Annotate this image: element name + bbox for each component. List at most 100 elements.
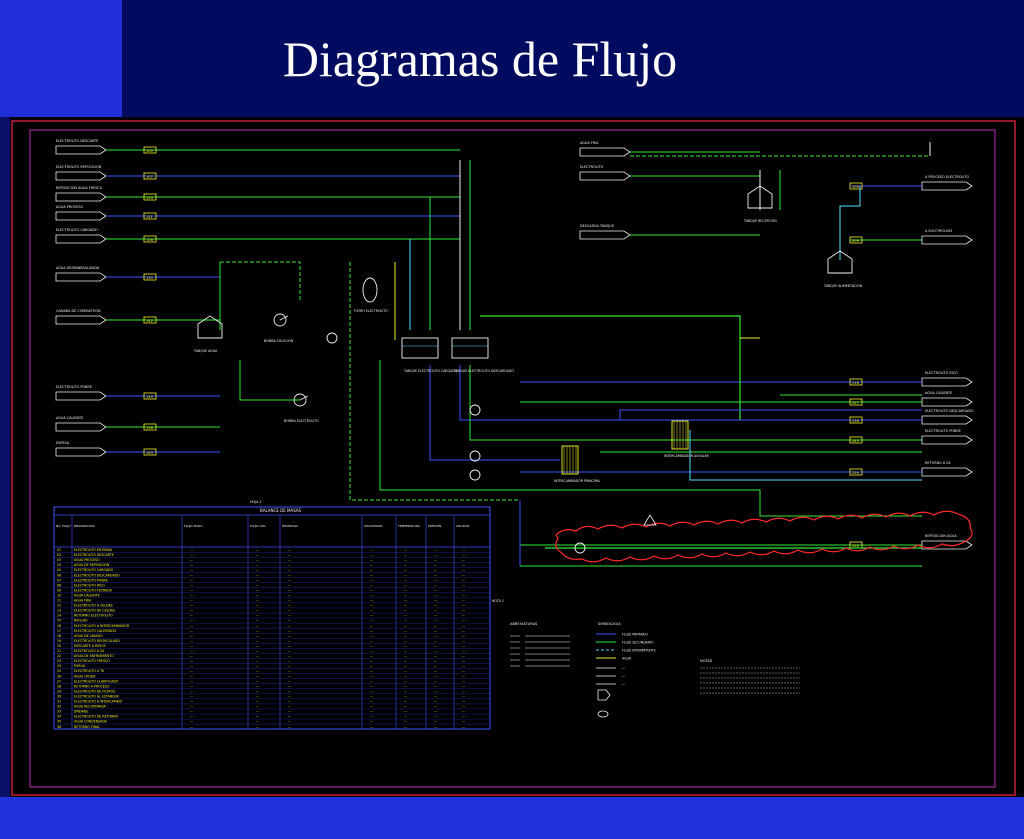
table-cell: --- (462, 674, 465, 678)
revision-cloud (555, 510, 973, 563)
table-cell: --- (190, 578, 193, 582)
table-cell: --- (434, 634, 437, 638)
table-cell: --- (462, 583, 465, 587)
table-cell: --- (404, 644, 407, 648)
inlet-label: AGUA DESMINERALIZADA (56, 266, 100, 270)
table-cell: --- (404, 654, 407, 658)
table-cell: --- (288, 710, 291, 714)
table-cell: --- (288, 614, 291, 618)
stream-tag (143, 423, 157, 431)
table-row-description: ELECTROLITO CARGADO (74, 568, 114, 572)
table-row-description: AGUA RECUPERADA (74, 705, 107, 709)
inlet-label: AGUA FRIA (580, 141, 599, 145)
table-cell: --- (462, 669, 465, 673)
table-cell: --- (370, 669, 373, 673)
table-cell: --- (462, 568, 465, 572)
inlet-arrow-box (55, 272, 107, 282)
table-cell: --- (288, 558, 291, 562)
inlet-arrow-box (55, 447, 107, 457)
table-cell: --- (462, 649, 465, 653)
stream-number: 236 (852, 419, 860, 423)
table-cell: --- (462, 578, 465, 582)
table-row-description: AGUA CRUDA (74, 674, 96, 678)
table-cell: --- (462, 705, 465, 709)
outlet-arrow-box (921, 397, 973, 407)
equipment-label: TANQUE RECEPCION (743, 219, 777, 223)
outer-frame (11, 120, 1016, 796)
table-cell: --- (288, 664, 291, 668)
table-cell: --- (256, 689, 259, 693)
table-cell: --- (256, 604, 259, 608)
table-cell: --- (190, 609, 193, 613)
table-cell: --- (462, 679, 465, 683)
table-cell: --- (404, 548, 407, 552)
table-cell: --- (288, 649, 291, 653)
table-cell: --- (256, 715, 259, 719)
table-cell: --- (288, 583, 291, 587)
table-cell: --- (404, 725, 407, 729)
table-cell: --- (370, 654, 373, 658)
table-cell: --- (190, 558, 193, 562)
table-cell: --- (190, 573, 193, 577)
table-cell: --- (190, 634, 193, 638)
table-cell: --- (190, 548, 193, 552)
table-cell: --- (404, 624, 407, 628)
table-cell: --- (462, 694, 465, 698)
table-cell: --- (434, 624, 437, 628)
table-cell: --- (288, 548, 291, 552)
table-cell: --- (288, 573, 291, 577)
stream-tag (849, 398, 863, 406)
table-cell: --- (462, 689, 465, 693)
tank-symbol (401, 337, 439, 359)
pump-symbol (273, 313, 287, 327)
table-header: SOLIDOS (456, 524, 469, 528)
table-row-description: AGUA CALIENTE (74, 593, 100, 597)
table-row-description: ELECTROLITO DE RETORNO (74, 715, 119, 719)
process-line (689, 430, 922, 481)
table-cell: --- (190, 669, 193, 673)
table-cell: --- (288, 629, 291, 633)
table-cell: --- (190, 715, 193, 719)
inlet-arrow-box (579, 147, 631, 157)
table-cell: --- (288, 659, 291, 663)
table-row-description: ELECTROLITO DESCARTE (74, 553, 114, 557)
table-cell: --- (288, 599, 291, 603)
outlet-arrow-box (921, 181, 973, 191)
table-cell: --- (256, 614, 259, 618)
pump-symbol (574, 542, 586, 554)
table-cell: --- (434, 664, 437, 668)
table-row-number: 32 (57, 705, 61, 709)
table-row-number: 10 (57, 593, 61, 597)
table-cell: --- (404, 694, 407, 698)
table-row-number: 34 (57, 715, 61, 719)
table-row-number: 30 (57, 694, 61, 698)
stream-tag (143, 448, 157, 456)
outlet-arrow-box (921, 415, 973, 425)
table-cell: --- (370, 548, 373, 552)
table-cell: --- (434, 700, 437, 704)
table-header: DESCRIPCION (74, 524, 95, 528)
table-cell: --- (190, 588, 193, 592)
inlet-label: AGUA CALIENTE (56, 416, 83, 420)
table-row-number: 24 (57, 664, 61, 668)
table-cell: --- (190, 568, 193, 572)
table-row-number: 06 (57, 573, 61, 577)
equipment-label: BOMBA SOLUCION (264, 339, 294, 343)
table-cell: --- (288, 634, 291, 638)
table-cell: --- (434, 649, 437, 653)
table-row-number: 09 (57, 588, 61, 592)
table-cell: --- (256, 599, 259, 603)
table-cell: --- (288, 705, 291, 709)
legend-symbol (597, 710, 609, 718)
table-row-number: 08 (57, 583, 61, 587)
legend-item: --- (622, 683, 625, 687)
table-cell: --- (190, 604, 193, 608)
table-row-number: 07 (57, 578, 61, 582)
table-header: TEMPERATURA (397, 524, 421, 528)
table-cell: --- (462, 563, 465, 567)
table-cell: --- (370, 604, 373, 608)
table-cell: --- (256, 629, 259, 633)
inlet-label: ELECTROLITO (580, 165, 604, 169)
table-cell: --- (404, 710, 407, 714)
